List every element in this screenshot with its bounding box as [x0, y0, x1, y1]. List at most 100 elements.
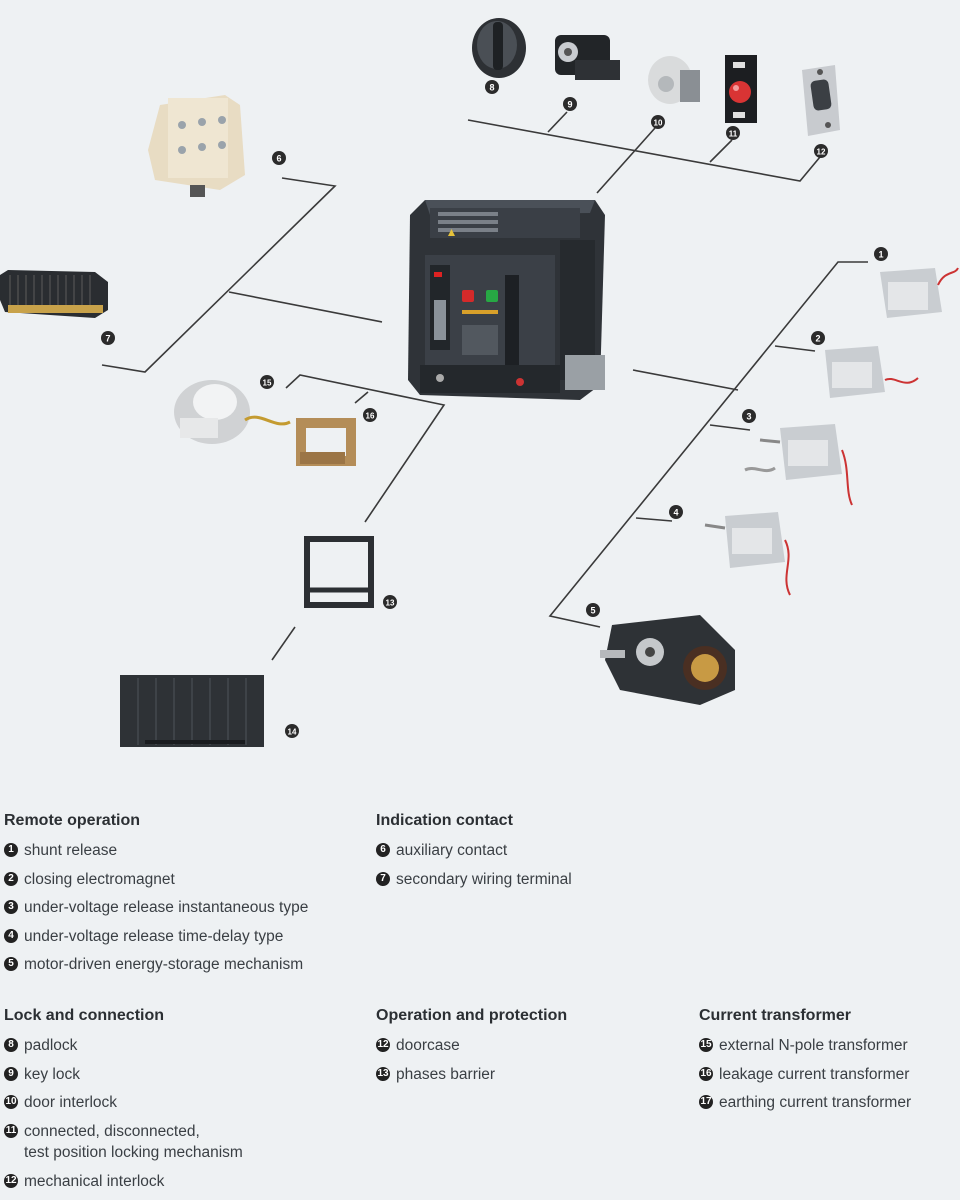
callout-2: 2 [811, 331, 825, 345]
accessories-diagram: 1 2 3 4 5 6 7 8 9 10 11 12 13 14 15 16 [0, 18, 959, 747]
legend-heading: Indication contact [376, 812, 513, 829]
legend-text: secondary wiring terminal [396, 870, 572, 888]
uvr-time-delay-image [704, 512, 791, 596]
legend-text: under-voltage release time-delay type [24, 927, 284, 945]
legend-text: leakage current transformer [719, 1065, 910, 1083]
svg-text:4: 4 [673, 508, 678, 518]
legend-text: earthing current transformer [719, 1094, 912, 1111]
legend-text: motor-driven energy-storage mechanism [24, 956, 304, 973]
legend-heading: Operation and protection [376, 1007, 568, 1024]
legend-number: 1 [4, 843, 18, 857]
callout-8: 8 [485, 80, 499, 94]
svg-text:6: 6 [276, 154, 281, 164]
callouts: 1 2 3 4 5 6 7 8 9 10 11 12 13 14 15 16 [101, 80, 888, 738]
legend-text: auxiliary contact [396, 842, 508, 859]
legend-number: 2 [4, 871, 18, 886]
callout-9: 9 [563, 97, 577, 111]
legend-number: 9 [4, 1066, 18, 1081]
door-interlock-image [648, 56, 700, 104]
shunt-release-image [880, 267, 959, 318]
legend-number: 10 [4, 1095, 18, 1109]
legend-item: 11 connected, disconnected, test position… [4, 1121, 243, 1171]
legend-current-transformer: Current transformer 15 external N-pole tr… [699, 1007, 911, 1121]
svg-text:7: 7 [105, 334, 110, 344]
doorcase-image [120, 675, 264, 747]
legend-item: 1 shunt release [4, 840, 308, 869]
callout-12: 12 [814, 144, 828, 158]
legend-item: 16 leakage current transformer [699, 1064, 911, 1093]
svg-text:13: 13 [386, 599, 395, 608]
position-locking-mechanism-image [725, 55, 757, 123]
legend-number: 16 [699, 1066, 713, 1081]
callout-11: 11 [726, 126, 740, 140]
key-lock-image [555, 35, 620, 80]
svg-text:2: 2 [815, 334, 820, 344]
legend-number: 12 [376, 1038, 390, 1052]
callout-13: 13 [383, 595, 397, 609]
legend-heading: Remote operation [4, 812, 141, 829]
callout-5: 5 [586, 603, 600, 617]
legend-operation-and-protection: Operation and protection 12 doorcase 13 ph… [376, 1007, 567, 1092]
legend-text: phases barrier [396, 1065, 496, 1083]
legend-text: shunt release [24, 842, 118, 859]
phases-barrier-image [304, 536, 374, 608]
callout-1: 1 [874, 247, 888, 261]
callout-3: 3 [742, 409, 756, 423]
legend-number: 6 [376, 843, 390, 857]
legend-number: 5 [4, 957, 18, 971]
callout-16: 16 [363, 408, 377, 422]
legend-heading: Lock and connection [4, 1007, 165, 1024]
legend-number: 13 [376, 1066, 390, 1081]
callout-6: 6 [272, 151, 286, 165]
legend-number: 17 [699, 1095, 713, 1109]
legend-text: closing electromagnet [24, 870, 175, 888]
legend-item: 12 doorcase [376, 1035, 567, 1064]
svg-text:5: 5 [590, 606, 595, 616]
legend-number: 15 [699, 1038, 713, 1052]
legend-item: 15 external N-pole transformer [699, 1035, 911, 1064]
uvr-instantaneous-image [744, 424, 853, 506]
closing-electromagnet-image [825, 346, 919, 398]
svg-text:16: 16 [366, 412, 375, 421]
svg-text:14: 14 [288, 728, 297, 737]
legend-text: padlock [24, 1037, 78, 1054]
legend-item: 6 auxiliary contact [376, 840, 572, 869]
legend-item: 7 secondary wiring terminal [376, 869, 572, 898]
legend-text: external N-pole transformer [719, 1037, 908, 1054]
callout-14: 14 [285, 724, 299, 738]
auxiliary-contact-image [148, 95, 245, 197]
legend-heading: Current transformer [699, 1007, 852, 1024]
legend-text: doorcase [396, 1037, 460, 1054]
motor-mechanism-image [600, 615, 735, 705]
n-pole-transformer-image [174, 380, 291, 444]
callout-10: 10 [651, 115, 665, 129]
legend-number: 8 [4, 1038, 18, 1052]
mechanical-interlock-image [802, 65, 840, 136]
legend-item: 17 earthing current transformer [699, 1092, 911, 1121]
legend-text: under-voltage release instantaneous type [24, 899, 309, 916]
svg-text:15: 15 [263, 379, 272, 388]
legend-text: connected, disconnected, test position l… [24, 1122, 243, 1161]
callout-15: 15 [260, 375, 274, 389]
svg-text:9: 9 [567, 100, 572, 110]
svg-text:12: 12 [817, 148, 826, 157]
svg-text:8: 8 [489, 83, 494, 93]
padlock-image [472, 18, 526, 78]
legend-number: 12 [4, 1173, 18, 1188]
svg-text:11: 11 [729, 130, 738, 139]
legend-item: 2 closing electromagnet [4, 869, 308, 898]
callout-7: 7 [101, 331, 115, 345]
leakage-current-transformer-image [296, 418, 356, 466]
svg-text:1: 1 [878, 250, 883, 260]
legend-number: 11 [4, 1123, 18, 1138]
svg-text:10: 10 [654, 119, 663, 128]
legend-number: 7 [376, 871, 390, 886]
legend-item: 8 padlock [4, 1035, 243, 1064]
